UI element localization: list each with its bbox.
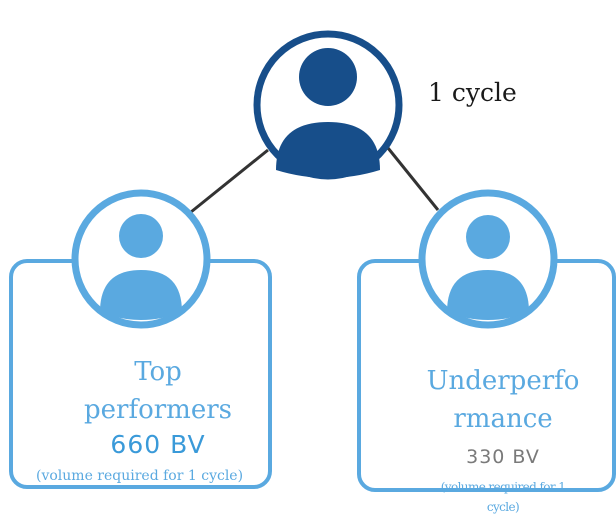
- person-icon: [100, 214, 182, 320]
- cycle-label: 1 cycle: [428, 78, 517, 107]
- connector-left: [190, 148, 269, 214]
- connector-right: [386, 147, 440, 211]
- right-avatar: [418, 189, 558, 329]
- left-avatar: [71, 189, 211, 329]
- person-icon: [276, 48, 380, 178]
- right-card-title: Underperfo rmance: [398, 362, 608, 438]
- left-card-title: Top performers: [58, 353, 258, 429]
- right-title-line1: Underperfo: [426, 366, 580, 396]
- right-note-line1: (volume required for 1: [440, 480, 566, 494]
- right-note: (volume required for 1 cycle): [398, 477, 608, 517]
- right-note-line2: cycle): [486, 500, 520, 514]
- left-title-line2: performers: [84, 395, 232, 425]
- right-title-line2: rmance: [453, 404, 553, 434]
- right-bv-value: 330 BV: [466, 446, 540, 468]
- left-note: (volume required for 1 cycle): [36, 468, 244, 484]
- left-title-line1: Top: [134, 357, 182, 387]
- person-icon: [447, 215, 529, 320]
- left-bv-value: 660 BV: [110, 430, 206, 459]
- top-avatar: [253, 30, 403, 180]
